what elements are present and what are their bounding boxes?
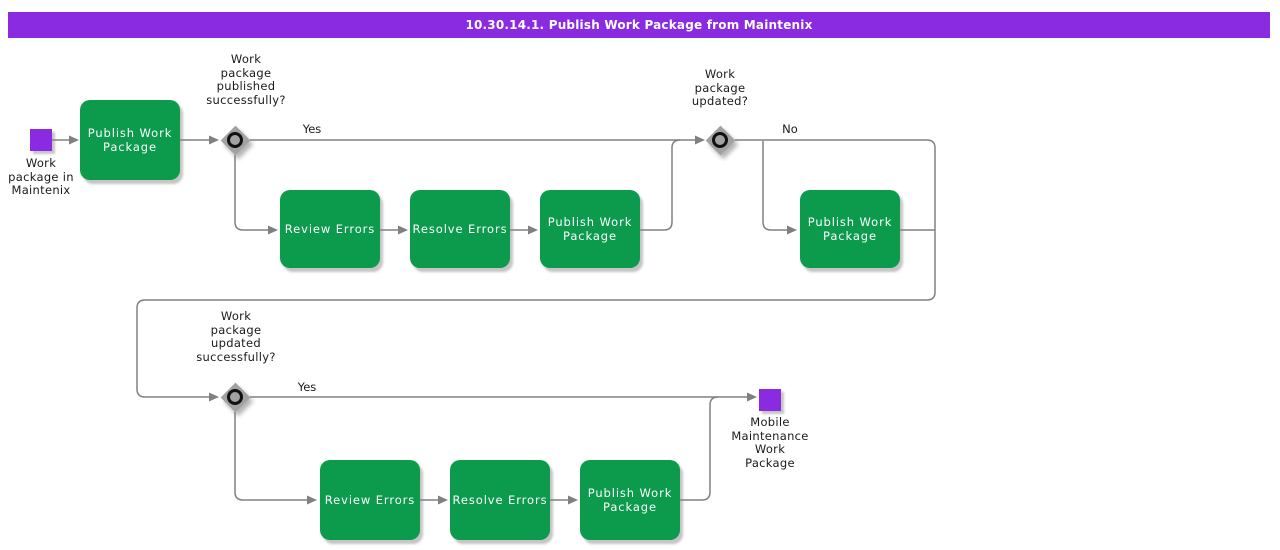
- activity-label-line: Package: [103, 140, 157, 154]
- end-event-label-line: Mobile: [750, 415, 790, 429]
- activity-publish-work-package-3: Publish Work Package: [800, 190, 900, 268]
- question-line: published: [216, 79, 276, 93]
- start-event-label-line: Maintenix: [11, 183, 71, 197]
- edge-label-yes-1: Yes: [302, 122, 322, 136]
- question-line: Work: [704, 67, 736, 81]
- end-event-label-line: Maintenance: [731, 428, 809, 443]
- decision-circle-icon: [227, 132, 243, 148]
- edge-decision2-no-to-decision3: [136, 139, 936, 398]
- activity-publish-work-package-4: Publish Work Package: [580, 460, 680, 540]
- activity-review-errors-1: Review Errors: [280, 190, 380, 268]
- activity-label-line: Publish Work: [87, 126, 173, 140]
- activity-resolve-errors-2: Resolve Errors: [450, 460, 550, 540]
- start-event-label-line: package in: [8, 169, 74, 184]
- arrowhead: [209, 135, 219, 145]
- edge-decision1-error-branch: [234, 155, 268, 231]
- arrowhead: [747, 392, 757, 402]
- activity-review-errors-2: Review Errors: [320, 460, 420, 540]
- end-event-label-line: Package: [745, 455, 795, 470]
- question-line: updated: [211, 336, 261, 350]
- arrowhead: [307, 495, 317, 505]
- question-line: package: [694, 80, 746, 95]
- activity-label-line: Review Errors: [324, 493, 416, 507]
- decision1-question: Work package published successfully?: [186, 52, 306, 107]
- activity-label-line: Package: [563, 229, 617, 243]
- activity-publish-work-package-2: Publish Work Package: [540, 190, 640, 268]
- arrowhead: [695, 135, 705, 145]
- question-line: updated?: [691, 94, 749, 108]
- end-event-square: [759, 389, 781, 411]
- edge-label-yes-2: Yes: [297, 380, 317, 394]
- edge-decision3-error-branch: [234, 412, 307, 501]
- activity-label-line: Resolve Errors: [452, 493, 548, 507]
- question-line: successfully?: [196, 349, 276, 364]
- start-event-label-line: Work: [25, 156, 57, 170]
- question-line: Work: [220, 309, 252, 323]
- arrowhead: [568, 495, 578, 505]
- activity-label-line: Package: [603, 500, 657, 514]
- activity-label-line: Publish Work: [807, 215, 893, 229]
- arrowhead: [528, 225, 538, 235]
- edge-errorpath-merge-2: [680, 396, 719, 501]
- arrowhead: [268, 225, 278, 235]
- question-line: package: [210, 322, 262, 337]
- decision2-question: Work package updated?: [670, 67, 770, 109]
- arrowhead: [209, 392, 219, 402]
- activity-publish-work-package-1: Publish Work Package: [80, 100, 180, 180]
- decision-circle-icon: [712, 132, 728, 148]
- edge-label-no: No: [782, 122, 798, 136]
- start-event-square: [30, 129, 52, 151]
- arrowhead: [787, 225, 797, 235]
- activity-label-line: Publish Work: [547, 215, 633, 229]
- decision3-question: Work package updated successfully?: [176, 309, 296, 364]
- activity-label-line: Resolve Errors: [412, 222, 508, 236]
- edge-errorpath-merge-1: [640, 139, 681, 231]
- end-event-label: Mobile Maintenance Work Package: [720, 415, 820, 470]
- arrowhead: [398, 225, 408, 235]
- activity-resolve-errors-1: Resolve Errors: [410, 190, 510, 268]
- decision-updated: [705, 125, 735, 155]
- activity-label-line: Package: [823, 229, 877, 243]
- decision-updated-successfully: [220, 382, 250, 412]
- question-line: successfully?: [206, 92, 286, 107]
- diagram-title: 10.30.14.1. Publish Work Package from Ma…: [465, 18, 813, 32]
- question-line: Work: [230, 52, 262, 66]
- question-line: package: [220, 65, 272, 80]
- decision-published-successfully: [220, 125, 250, 155]
- start-event-label: Work package in Maintenix: [0, 156, 82, 198]
- activity-label-line: Review Errors: [284, 222, 376, 236]
- diagram-title-bar: 10.30.14.1. Publish Work Package from Ma…: [8, 12, 1270, 38]
- decision-circle-icon: [227, 389, 243, 405]
- end-event-label-line: Work: [754, 442, 786, 456]
- activity-label-line: Publish Work: [587, 486, 673, 500]
- arrowhead: [69, 135, 79, 145]
- arrowhead: [438, 495, 448, 505]
- edge-decision2-update-branch: [762, 141, 787, 231]
